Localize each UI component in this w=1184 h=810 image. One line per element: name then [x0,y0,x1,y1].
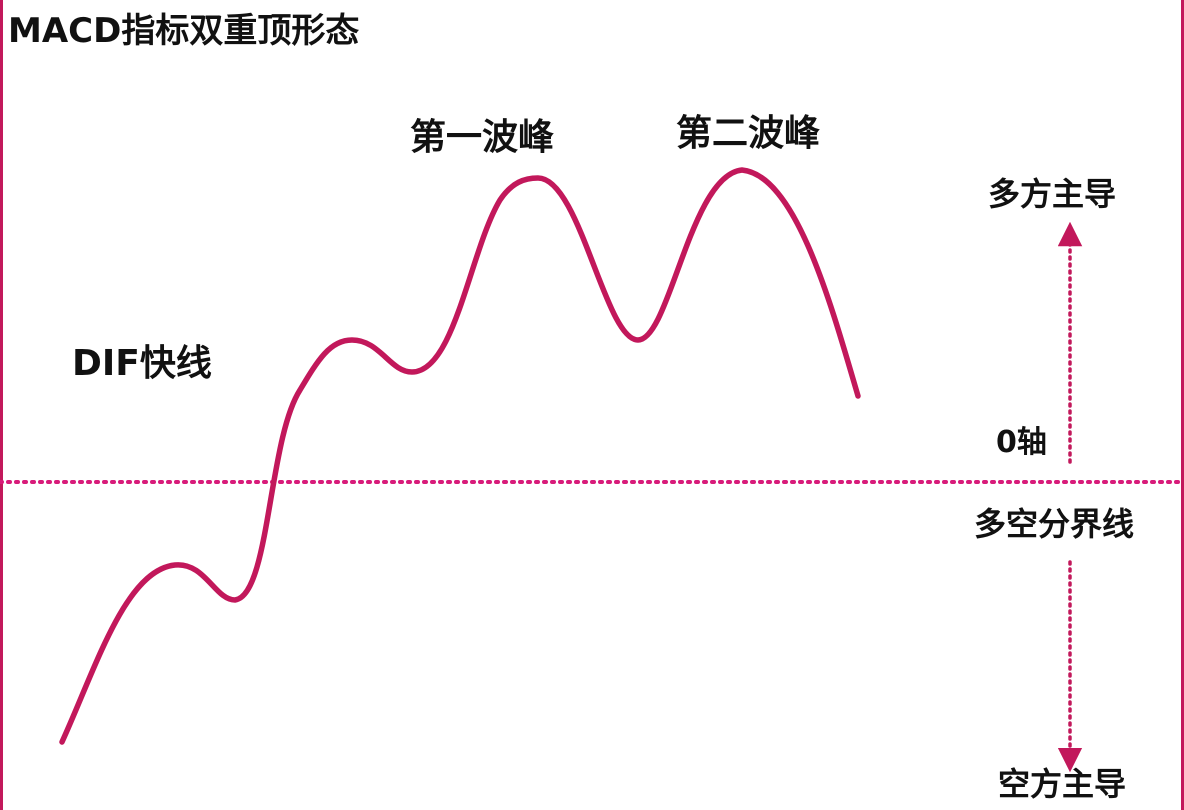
bear-dominant-label: 空方主导 [998,765,1127,803]
left-border [0,0,3,810]
diagram-title: MACD指标双重顶形态 [8,11,360,51]
zero-axis-label: 0轴 [996,425,1047,460]
second-peak-label: 第二波峰 [676,113,821,154]
dif-line-label: DIF快线 [72,343,212,384]
dif-curve [59,167,861,745]
bull-dominant-label: 多方主导 [988,175,1117,213]
first-peak-label: 第一波峰 [410,117,555,158]
right-border [1181,0,1184,810]
divider-label: 多空分界线 [974,505,1135,543]
